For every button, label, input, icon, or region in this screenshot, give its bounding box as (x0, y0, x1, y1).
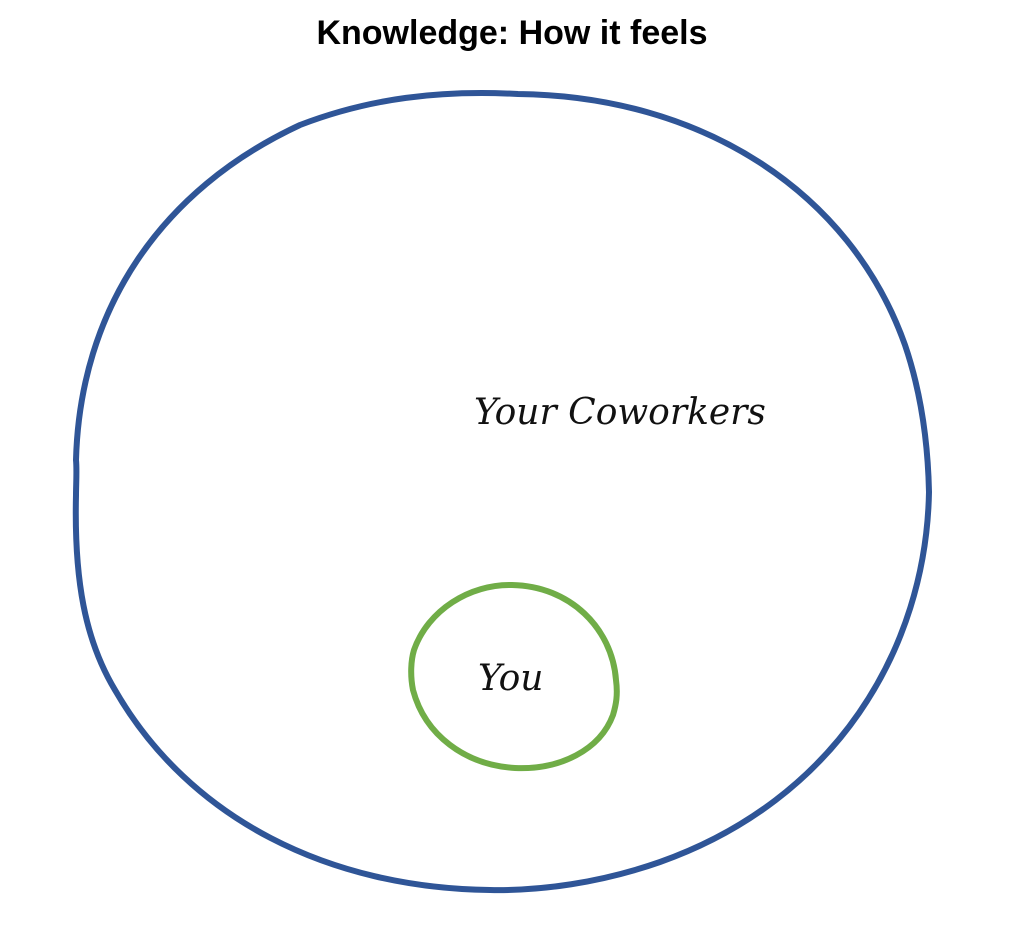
you-label: You (478, 658, 544, 699)
coworkers-circle (72, 90, 932, 894)
coworkers-label: Your Coworkers (474, 392, 766, 433)
page-title: Knowledge: How it feels (316, 14, 708, 52)
you-circle (408, 581, 620, 772)
